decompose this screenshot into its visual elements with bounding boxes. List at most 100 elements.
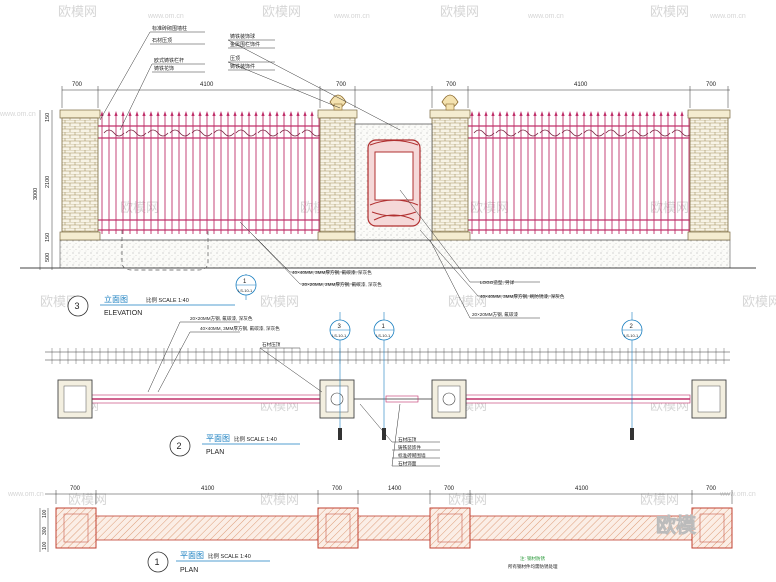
plan2-note-20: 20×20MM方钢, 氟碳漆, 深灰色 — [190, 315, 253, 322]
watermark-url: www.om.cn — [147, 13, 184, 20]
fence-scroll — [103, 129, 125, 137]
watermark-text: 欧模网 — [260, 294, 299, 309]
plan2-note-b2: 标准砖砌围墙 — [398, 452, 426, 459]
plan1-dim-label: 700 — [706, 486, 717, 492]
watermark-text: 欧模网 — [120, 200, 159, 215]
fence-spear — [135, 111, 139, 116]
watermark-text: 欧模网 — [68, 492, 107, 507]
note-steel-rust: 40×40MM, 3MM厚方钢, 刷防锈漆, 深灰色 — [480, 293, 565, 300]
plan2-title: 2 平面图 比例 SCALE 1:40 PLAN — [169, 434, 300, 457]
finial-left — [329, 94, 347, 111]
fence-spear — [491, 111, 495, 116]
pillar-cap — [317, 109, 358, 119]
plan1-note2: 所有钢材件均需防锈处理 — [508, 563, 558, 570]
plan1-dim-label: 700 — [70, 486, 81, 492]
elev-dim-4100-right: 4100 — [574, 82, 588, 88]
elev-dim-2100: 2100 — [45, 176, 51, 188]
elevation-title: 3 立面图 比例 SCALE 1:40 ELEVATION — [67, 294, 235, 317]
fence-spear — [484, 111, 488, 116]
fence-spear — [603, 111, 607, 116]
section-ref-sheet: LS-10-1 — [332, 333, 347, 338]
fence-spear — [505, 111, 509, 116]
fence-spear — [219, 111, 223, 116]
fence-spear — [673, 111, 677, 116]
note-railing: 欧式铸铁栏杆 — [154, 57, 184, 64]
fence-scroll — [169, 129, 191, 137]
plan2-note-b0: 石材压顶 — [398, 436, 417, 443]
svg-text:1: 1 — [243, 279, 247, 285]
detail-ref-elevation: 1 LS-10-1 — [235, 274, 257, 300]
note-steel-20b: 20×20MM方钢, 氟碳漆 — [472, 311, 518, 318]
elev-dim-500: 500 — [45, 253, 51, 262]
watermark-text: 欧模网 — [260, 492, 299, 507]
brick-pillars — [59, 109, 731, 241]
plan1-dim-label: 700 — [332, 486, 343, 492]
fence-scroll — [257, 129, 279, 137]
fence-spear — [268, 111, 272, 116]
plan2-pillar-note: 石材压顶 — [262, 341, 281, 348]
fence-spear — [177, 111, 181, 116]
watermark-text: 欧模网 — [742, 294, 776, 309]
fence-spear — [296, 111, 300, 116]
elev-dim-700-mid: 700 — [446, 82, 457, 88]
pillar-body — [431, 117, 469, 233]
elev-dim-3000: 3000 — [33, 188, 39, 200]
watermark-url: www.om.cn — [0, 111, 36, 118]
fence-spear — [512, 111, 516, 116]
fence-spear — [289, 111, 293, 116]
fence-scroll — [583, 129, 605, 137]
watermark-url: www.om.cn — [7, 491, 44, 498]
pillar-base — [429, 231, 471, 241]
fence-scroll — [191, 129, 213, 137]
fence-spear — [659, 111, 663, 116]
watermark-url: www.om.cn — [527, 13, 564, 20]
fence-spear — [589, 111, 593, 116]
note-cap: 压顶 — [230, 56, 240, 62]
note-ball: 铸铁装饰球 — [230, 33, 255, 40]
pillar-body — [689, 117, 729, 233]
plan2-note-b3: 石材饰面 — [398, 460, 417, 467]
note-square-steel-20: 20×20MM, 2MM厚方钢, 氟碳漆, 深灰色 — [302, 281, 382, 288]
plan1-title: 1 平面图 比例 SCALE 1:40 PLAN — [147, 551, 270, 574]
corner-logo: 欧模 — [656, 513, 698, 538]
fence-scroll — [301, 129, 323, 137]
fence-scroll — [473, 129, 495, 137]
note-logo: LOGO造型, 另详 — [480, 279, 515, 286]
fence-scroll — [649, 129, 671, 137]
fence-scroll — [671, 129, 693, 137]
fence-spear — [142, 111, 146, 116]
note-ironwork: 铸铁花饰 — [154, 65, 174, 72]
plan2-note-b1: 铸铁装饰件 — [398, 444, 421, 451]
pillar-cap — [687, 109, 731, 119]
fence-spear — [114, 111, 118, 116]
fence-spear — [128, 111, 132, 116]
elev-dim-700: 700 — [72, 82, 83, 88]
note-cast-iron: 铸铁装饰件 — [230, 63, 255, 70]
watermark-text: 欧模网 — [650, 4, 689, 19]
svg-text:比例 SCALE 1:40: 比例 SCALE 1:40 — [146, 296, 189, 304]
watermark-text: 欧模网 — [440, 4, 479, 19]
plan1-pillar-3 — [429, 507, 471, 549]
watermark-url: www.om.cn — [709, 13, 746, 20]
ground-base — [59, 239, 731, 269]
fence-spear — [233, 111, 237, 116]
plan1-dim-100b: 100 — [42, 541, 48, 550]
note-metal-fitting: 金属围栏饰件 — [230, 41, 260, 48]
svg-text:1: 1 — [155, 557, 160, 567]
svg-text:比例 SCALE 1:40: 比例 SCALE 1:40 — [208, 552, 251, 560]
plan1-pillar-2 — [317, 507, 359, 549]
fence-scroll — [213, 129, 235, 137]
pillar-base — [317, 231, 358, 241]
plan1-wall — [55, 515, 731, 541]
fence-spear — [526, 111, 530, 116]
svg-text:PLAN: PLAN — [206, 449, 224, 456]
watermark-text: 欧模网 — [448, 492, 487, 507]
fence-spear — [561, 111, 565, 116]
svg-text:ELEVATION: ELEVATION — [104, 310, 142, 317]
fence-spear — [638, 111, 642, 116]
fence-spear — [170, 111, 174, 116]
fence-spear — [547, 111, 551, 116]
